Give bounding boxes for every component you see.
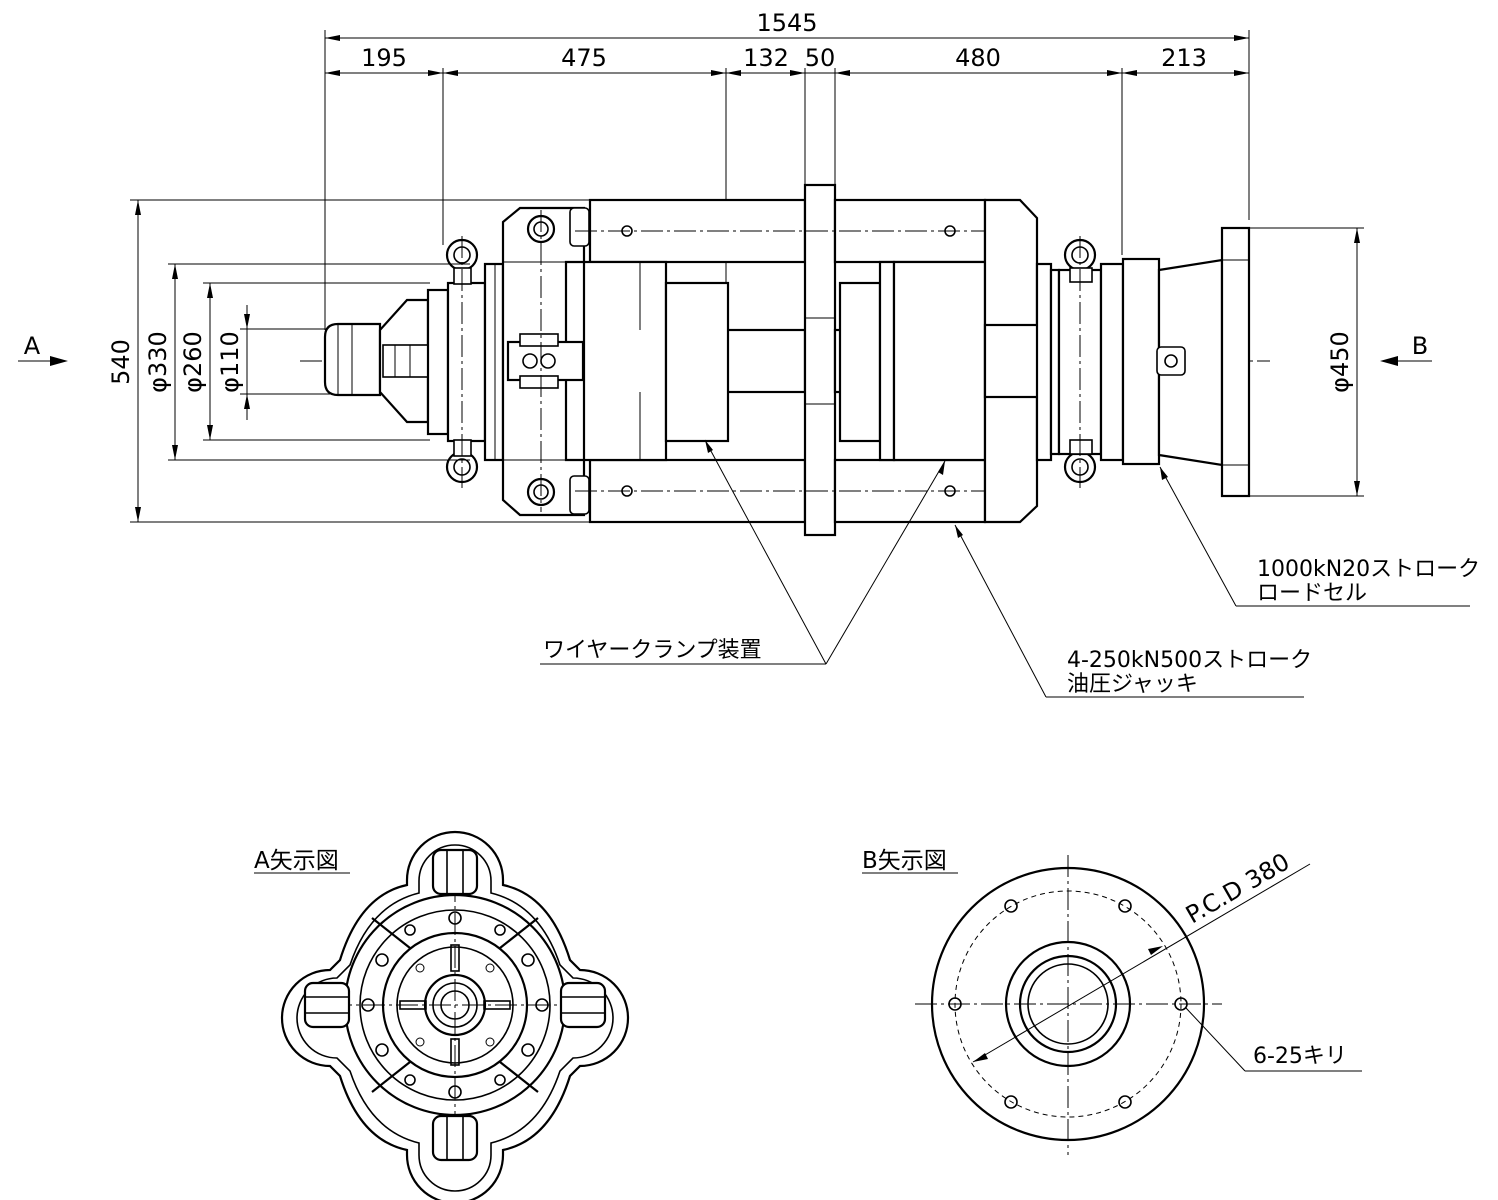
load-cell-label-1: 1000kN20ストローク — [1257, 557, 1480, 582]
view-b-bolt-holes — [948, 899, 1188, 1109]
dim-dia-330: φ330 — [144, 331, 172, 393]
view-arrow-a-label: A — [24, 332, 41, 360]
dim-195: 195 — [361, 44, 407, 72]
side-view-assembly — [300, 183, 1270, 537]
dim-dia-110: φ110 — [216, 331, 244, 393]
view-a-rollers — [303, 848, 607, 1162]
view-arrow-b: B — [1380, 332, 1432, 366]
dim-480: 480 — [955, 44, 1001, 72]
callout-hydraulic-jack: 4-250kN500ストローク 油圧ジャッキ — [954, 524, 1312, 698]
jack-label-1: 4-250kN500ストローク — [1067, 648, 1312, 673]
dim-213: 213 — [1161, 44, 1207, 72]
horizontal-dimensions: 1545 195 475 132 50 480 213 — [324, 9, 1250, 330]
callout-load-cell: 1000kN20ストローク ロードセル — [1159, 466, 1480, 607]
view-b-title: B矢示図 — [862, 848, 947, 874]
jack-label-2: 油圧ジャッキ — [1067, 672, 1198, 697]
vertical-dimension-right: φ450 — [1250, 227, 1364, 497]
view-a-title: A矢示図 — [254, 848, 339, 874]
wire-clamp-label: ワイヤークランプ装置 — [543, 638, 762, 663]
dim-50: 50 — [805, 44, 836, 72]
dim-dia-450: φ450 — [1326, 331, 1354, 393]
view-b: B矢示図 P.C.D 380 6-25キリ — [862, 848, 1362, 1155]
load-cell-label-2: ロードセル — [1257, 581, 1367, 606]
view-a-bolt-holes — [361, 911, 549, 1099]
holes-label: 6-25キリ — [1253, 1044, 1347, 1069]
dim-dia-260: φ260 — [179, 331, 207, 393]
vertical-dimensions-left: 540 φ330 φ260 φ110 — [107, 199, 590, 523]
pcd-label: P.C.D 380 — [1181, 848, 1294, 930]
dim-overall: 1545 — [756, 9, 817, 37]
callout-wire-clamp: ワイヤークランプ装置 — [540, 439, 946, 665]
dim-132: 132 — [743, 44, 789, 72]
view-arrow-a: A — [18, 332, 68, 366]
dim-475: 475 — [561, 44, 607, 72]
dim-540: 540 — [107, 339, 135, 385]
view-arrow-b-label: B — [1412, 332, 1428, 360]
view-a: A矢示図 — [254, 830, 630, 1200]
